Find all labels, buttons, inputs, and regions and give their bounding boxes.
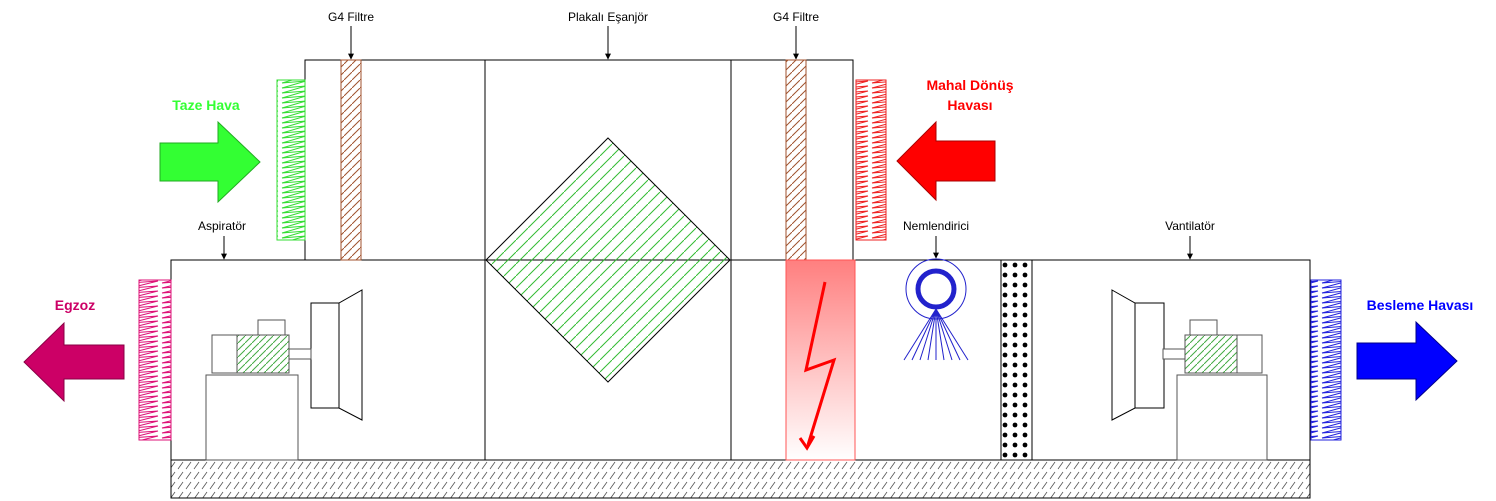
label-humidifier: Nemlendirici [903,219,969,233]
supply-air-damper [1310,279,1342,441]
label-exchanger: Plakalı Eşanjör [568,10,648,24]
fresh-air-arrow [159,120,261,204]
fresh-air-damper [276,79,306,241]
label-return-air-1: Mahal Dönüş [926,77,1013,93]
droplet-eliminator [1000,259,1033,461]
label-filter-left: G4 Filtre [328,10,374,24]
aspirator-motor [205,319,312,461]
label-exhaust: Egzoz [55,297,95,313]
label-filter-right: G4 Filtre [773,10,819,24]
exhaust-damper [138,279,172,441]
vantilator-motor [1162,319,1268,461]
label-fresh-air: Taze Hava [172,97,240,113]
aspirator-fan [310,289,363,421]
filter-left [340,59,362,261]
lightning-icon [803,281,837,446]
label-aspirator: Aspiratör [198,219,246,233]
heater-coil [785,259,856,461]
plate-exchanger [485,137,731,383]
vantilator-fan [1111,289,1165,421]
exhaust-arrow [23,321,125,403]
filter-right [785,59,807,261]
return-air-arrow [896,120,996,202]
return-air-damper [855,79,887,241]
label-fan: Vantilatör [1165,219,1215,233]
label-supply-air: Besleme Havası [1367,297,1474,313]
humidifier-icon [903,258,969,361]
base-floor [170,459,1311,499]
supply-air-arrow [1356,320,1458,402]
label-return-air-2: Havası [947,97,992,113]
